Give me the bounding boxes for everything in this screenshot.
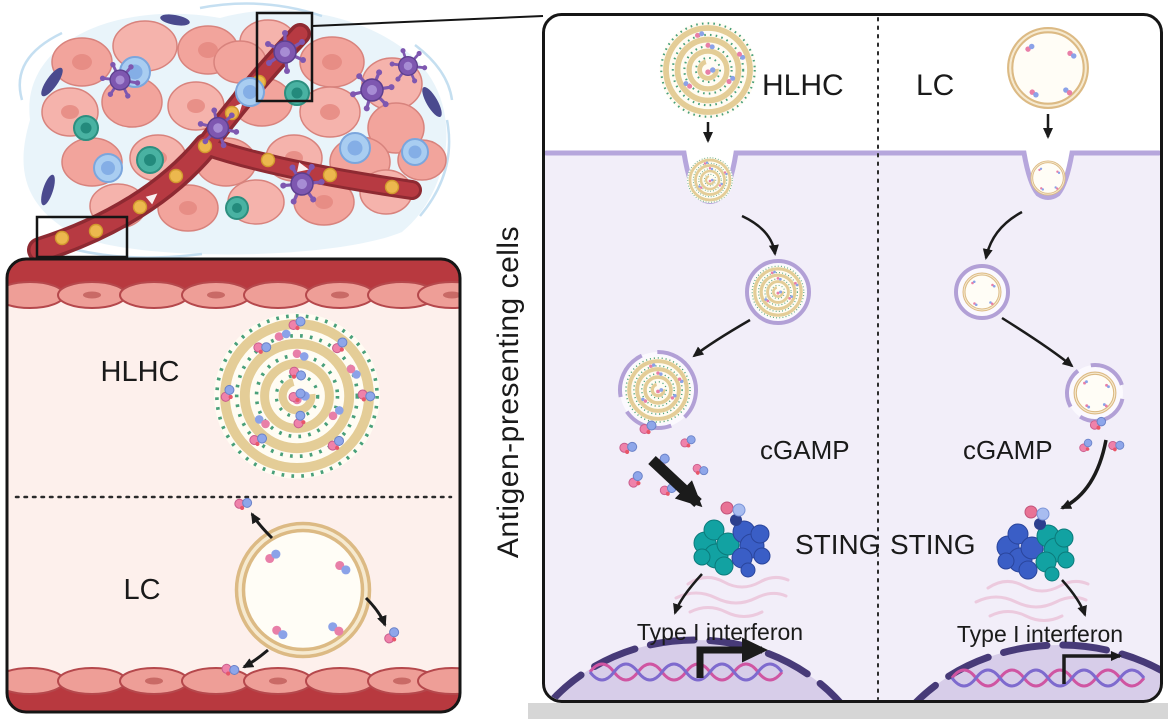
- vessel-panel-bg: [8, 260, 459, 711]
- traffic-arrow-lc-1: [982, 210, 1023, 260]
- callout-connector-line: [311, 15, 544, 27]
- er-hlhc: [674, 575, 790, 618]
- hlhc-in-pocket: [685, 155, 735, 205]
- interferon-label-lc: Type I interferon: [957, 621, 1123, 647]
- cgamp-label-lc: cGAMP: [963, 435, 1053, 465]
- callout-rect-top: [255, 11, 314, 103]
- hlhc-label-vessel: HLHC: [101, 356, 180, 388]
- endosome-lc-early: [954, 264, 1010, 320]
- endosome-lc-late: [1065, 363, 1125, 423]
- transcription-arrow-lc: [1062, 651, 1122, 684]
- sting-to-nucleus-arrow-lc: [1061, 579, 1087, 617]
- endosome-hlhc-late: [618, 350, 698, 430]
- apc-side-label: Antigen-presenting cells: [492, 226, 525, 558]
- cgamp-to-sting-arrow-hlhc: [648, 455, 703, 508]
- sting-to-nucleus-arrow-hlhc: [673, 573, 703, 615]
- apc-panel-border: [542, 13, 1163, 703]
- sting-label-lc: STING: [890, 529, 976, 560]
- apc-panel: HLHC LC cGAMP cGAMP STING STING Type I i…: [542, 13, 1163, 703]
- immune-cells-blue: [93, 56, 429, 183]
- vessel-panel: HLHC LC: [5, 257, 462, 714]
- vessel-panel-border: [5, 257, 462, 714]
- transcription-arrow-hlhc: [696, 637, 768, 678]
- lc-particle-large: [240, 527, 366, 653]
- tumor-illustration: [18, 2, 544, 263]
- endosome-hlhc-early: [745, 259, 811, 325]
- lc-label-apc: LC: [916, 69, 954, 102]
- dna-helix-lc: [950, 668, 1146, 688]
- traffic-arrow-lc-2: [1001, 316, 1074, 368]
- cgamp-to-sting-arrow-lc: [1060, 439, 1108, 510]
- lc-release-arrows: [242, 512, 387, 669]
- nucleus-lc-side: [866, 641, 1160, 700]
- vessel-wall-bottom: [8, 667, 459, 711]
- bottom-strip: [528, 703, 1168, 719]
- hlhc-label-apc: HLHC: [762, 69, 844, 102]
- sting-complex-lc: [996, 505, 1075, 582]
- dna-helix-hlhc: [588, 662, 784, 682]
- immune-cells-teal: [73, 80, 310, 220]
- nucleus-hlhc-side: [545, 636, 884, 700]
- sting-label-hlhc: STING: [795, 529, 881, 560]
- vessel-wall-top: [8, 260, 459, 309]
- er-lc: [974, 579, 1090, 622]
- sting-complex-hlhc: [693, 501, 771, 578]
- callout-rect-bottom: [35, 215, 129, 259]
- lc-label-vessel: LC: [123, 574, 160, 606]
- traffic-arrow-hlhc-1: [741, 214, 779, 256]
- traffic-arrow-hlhc-2: [692, 318, 751, 358]
- interferon-label-hlhc: Type I interferon: [637, 619, 803, 645]
- fibroblast-cells: [41, 14, 442, 206]
- lc-in-pocket: [1030, 160, 1066, 196]
- lc-particle-top: [1010, 30, 1086, 106]
- hlhc-particle-top: [660, 22, 757, 119]
- cgamp-label-hlhc: cGAMP: [760, 435, 850, 465]
